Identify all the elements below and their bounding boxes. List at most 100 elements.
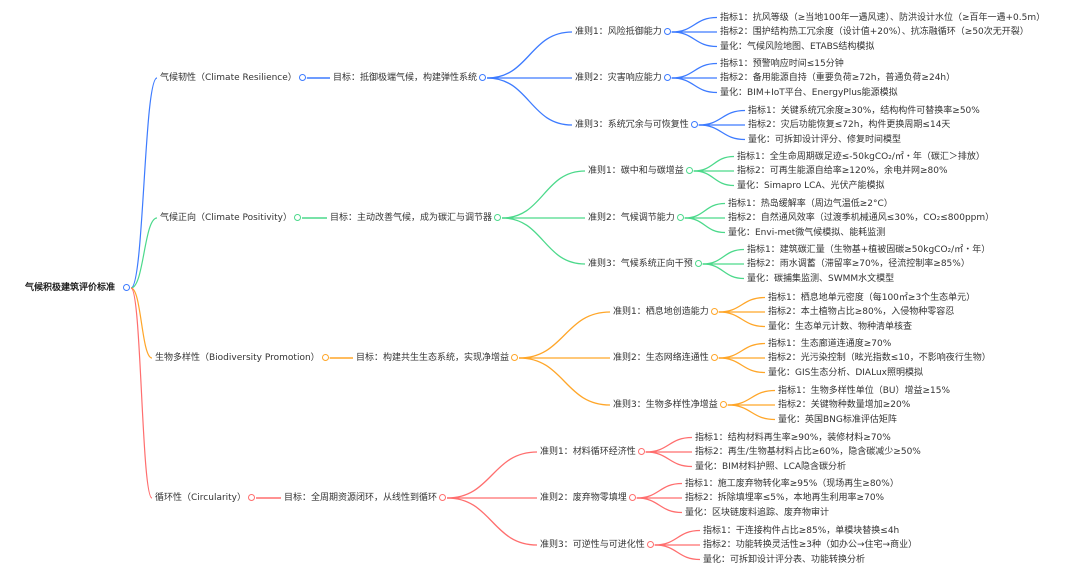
criterion-topic[interactable]: 准则3：生物多样性净增益 [613, 400, 718, 410]
connector-line [727, 404, 776, 421]
indicator-topic[interactable]: 量化：英国BNG标准评估矩阵 [778, 414, 897, 425]
criterion-topic[interactable]: 准则2：废弃物零填埋 [540, 493, 627, 503]
connector-line [693, 155, 735, 172]
connector-line [671, 62, 718, 79]
indicator-topic[interactable]: 指标1：热岛缓解率（周边气温低≥2°C） [728, 198, 893, 209]
indicator-topic[interactable]: 量化：气候风险地图、ETABS结构模拟 [720, 41, 875, 52]
criterion-topic[interactable]: 准则1：碳中和与碳增益 [588, 166, 684, 176]
connector-line [487, 77, 573, 126]
connector-line [671, 31, 718, 48]
indicator-topic[interactable]: 量化：BIM+IoT平台、EnergyPlus能源模拟 [720, 87, 898, 98]
criterion-collapse-toggle[interactable] [710, 354, 718, 361]
branch-collapse-toggle[interactable] [298, 74, 306, 81]
indicator-topic[interactable]: 量化：可拆卸设计评分表、功能转换分析 [703, 554, 866, 565]
criterion-collapse-toggle[interactable] [710, 308, 718, 315]
goal-topic[interactable]: 目标：构建共生生态系统，实现净增益 [356, 353, 510, 363]
indicator-topic[interactable]: 量化：区块链废料追踪、废弃物审计 [685, 507, 830, 518]
indicator-topic[interactable]: 指标2：再生/生物基材料占比≥60%，隐含碳减少≥50% [695, 447, 921, 457]
indicator-topic[interactable]: 指标2：灾后功能恢复≤72h，构件更换周期≤14天 [748, 120, 951, 130]
connector-line [636, 482, 683, 499]
indicator-topic[interactable]: 指标1：生态廊道连通度≥70% [768, 338, 892, 349]
goal-topic[interactable]: 目标：全周期资源闭环，从线性到循环 [284, 493, 438, 503]
connector-line [693, 170, 735, 187]
indicator-topic[interactable]: 指标2：拆除填埋率≤5%，本地再生利用率≥70% [685, 493, 885, 503]
connector-line [487, 31, 573, 79]
connector-line [447, 497, 538, 546]
criterion-collapse-toggle[interactable] [663, 28, 671, 35]
indicator-topic[interactable]: 指标1：栖息地单元密度（每100㎡≥3个生态单元） [768, 292, 976, 303]
goal-topic[interactable]: 目标：主动改善气候，成为碳汇与调节器 [330, 213, 493, 223]
indicator-topic[interactable]: 指标2：雨水调蓄（滞留率≥70%，径流控制率≥85%） [747, 259, 970, 269]
connector-line [718, 357, 766, 374]
indicator-topic[interactable]: 指标2：备用能源自持（重要负荷≥72h，普通负荷≥24h） [720, 73, 956, 83]
criterion-topic[interactable]: 准则2：气候调节能力 [588, 213, 675, 223]
branch-collapse-toggle[interactable] [321, 354, 329, 361]
branch-topic[interactable]: 循环性（Circularity） [155, 493, 247, 503]
branch-topic[interactable]: 生物多样性（Biodiversity Promotion） [155, 353, 320, 363]
criterion-topic[interactable]: 准则3：可逆性与可进化性 [540, 540, 645, 550]
branch-topic[interactable]: 气候韧性（Climate Resilience） [160, 73, 297, 83]
indicator-topic[interactable]: 指标2：围护结构热工冗余度（设计值+20%）、抗冻融循环（≥50次无开裂） [720, 27, 1029, 37]
indicator-topic[interactable]: 指标2：可再生能源自给率≥120%，余电并网≥80% [737, 166, 948, 176]
criterion-topic[interactable]: 准则2：生态网络连通性 [613, 353, 709, 363]
connector-line [698, 124, 746, 141]
indicator-topic[interactable]: 指标2：功能转换灵活性≥3种（如办公→住宅→商业） [703, 540, 918, 550]
indicator-topic[interactable]: 量化：Simapro LCA、光伏产能模拟 [737, 180, 885, 191]
indicator-topic[interactable]: 指标1：关键系统冗余度≥30%，结构构件可替换率≥50% [748, 105, 980, 116]
indicator-topic[interactable]: 指标1：建筑碳汇量（生物基+植被固碳≥50kgCO₂/㎡・年） [747, 244, 991, 255]
connector-line [130, 287, 153, 359]
criterion-topic[interactable]: 准则1：风险抵御能力 [575, 27, 662, 37]
criterion-collapse-toggle[interactable] [685, 167, 693, 174]
criterion-topic[interactable]: 准则3：系统冗余与可恢复性 [575, 120, 689, 130]
connector-line [654, 529, 701, 546]
connector-line [645, 436, 693, 453]
indicator-topic[interactable]: 指标2：本土植物占比≥80%，入侵物种零容忍 [768, 307, 955, 317]
indicator-topic[interactable]: 指标1：抗风等级（≥当地100年一遇风速）、防洪设计水位（≥百年一遇+0.5m） [720, 12, 1046, 23]
connector-line [727, 389, 776, 406]
criterion-topic[interactable]: 准则1：栖息地创造能力 [613, 307, 709, 317]
connector-line [718, 296, 766, 313]
goal-topic[interactable]: 目标：抵御极端气候，构建弹性系统 [333, 73, 478, 83]
root-topic[interactable]: 气候积极建筑评价标准 [25, 283, 116, 293]
criterion-collapse-toggle[interactable] [628, 494, 636, 501]
indicator-topic[interactable]: 指标1：干连接构件占比≥85%，单模块替换≤4h [703, 525, 900, 536]
indicator-topic[interactable]: 指标1：全生命周期碳足迹≤-50kgCO₂/㎡・年（碳汇＞排放） [737, 151, 985, 162]
root-collapse-toggle[interactable] [123, 284, 130, 291]
indicator-topic[interactable]: 量化：可拆卸设计评分、修复时间模型 [748, 134, 902, 145]
criterion-collapse-toggle[interactable] [646, 541, 654, 548]
goal-collapse-toggle[interactable] [439, 494, 447, 501]
branch-collapse-toggle[interactable] [248, 494, 256, 501]
branch-topic[interactable]: 气候正向（Climate Positivity） [160, 213, 293, 223]
connector-line [130, 217, 158, 289]
goal-collapse-toggle[interactable] [479, 74, 487, 81]
indicator-topic[interactable]: 量化：碳捕集监测、SWMM水文模型 [747, 273, 895, 284]
criterion-collapse-toggle[interactable] [694, 260, 702, 267]
criterion-collapse-toggle[interactable] [663, 74, 671, 81]
indicator-topic[interactable]: 指标2：关键物种数量增加≥20% [778, 400, 911, 410]
criterion-topic[interactable]: 准则1：材料循环经济性 [540, 447, 636, 457]
connector-line [636, 497, 683, 514]
indicator-topic[interactable]: 量化：生态单元计数、物种清单核查 [768, 321, 913, 332]
criterion-collapse-toggle[interactable] [676, 214, 684, 221]
criterion-topic[interactable]: 准则3：气候系统正向干预 [588, 259, 693, 269]
indicator-topic[interactable]: 指标1：结构材料再生率≥90%，装修材料≥70% [695, 432, 891, 443]
criterion-collapse-toggle[interactable] [637, 448, 645, 455]
connector-line [684, 217, 726, 234]
goal-collapse-toggle[interactable] [511, 354, 519, 361]
criterion-collapse-toggle[interactable] [719, 401, 727, 408]
indicator-topic[interactable]: 指标1：施工废弃物转化率≥95%（现场再生≥80%） [685, 478, 899, 489]
goal-collapse-toggle[interactable] [494, 214, 502, 221]
criterion-topic[interactable]: 准则2：灾害响应能力 [575, 73, 662, 83]
connector-line [502, 217, 586, 265]
criterion-collapse-toggle[interactable] [690, 121, 698, 128]
connector-line [702, 248, 745, 265]
branch-collapse-toggle[interactable] [294, 214, 302, 221]
indicator-topic[interactable]: 量化：Envi-met微气候模拟、能耗监测 [728, 227, 886, 238]
indicator-topic[interactable]: 指标2：自然通风效率（过渡季机械通风≤30%，CO₂≤800ppm） [728, 213, 995, 223]
indicator-topic[interactable]: 指标2：光污染控制（眩光指数≤10，不影响夜行生物） [768, 353, 991, 363]
indicator-topic[interactable]: 量化：GIS生态分析、DIALux照明模拟 [768, 367, 923, 378]
indicator-topic[interactable]: 指标1：预警响应时间≤15分钟 [720, 58, 844, 69]
indicator-topic[interactable]: 量化：BIM材料护照、LCA隐含碳分析 [695, 461, 847, 472]
indicator-topic[interactable]: 指标1：生物多样性单位（BU）增益≥15% [778, 385, 951, 396]
